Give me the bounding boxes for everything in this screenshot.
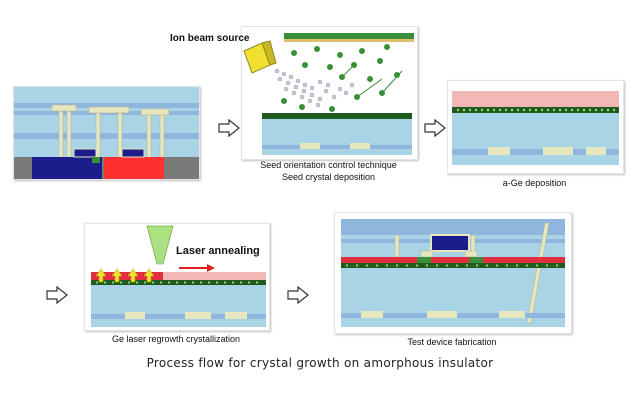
panel-laser-regrowth — [84, 223, 270, 331]
panel-age-deposition — [447, 80, 624, 174]
panel-initial-device — [13, 86, 200, 180]
seed-technique-label: Seed orientation control technique — [260, 160, 397, 170]
ion-beam-source-label: Ion beam source — [170, 33, 250, 44]
age-deposition-label: a-Ge deposition — [502, 178, 567, 188]
age-deposition-illustration — [452, 91, 619, 165]
laser-annealing-label: Laser annealing — [176, 245, 260, 257]
laser-regrowth-illustration — [91, 225, 266, 327]
process-arrow-4 — [287, 286, 309, 304]
seed-deposition-illustration — [243, 33, 414, 155]
process-arrow-2 — [424, 119, 446, 137]
test-device-illustration — [341, 219, 565, 327]
ge-regrowth-label: Ge laser regrowth crystallization — [111, 334, 241, 344]
seed-deposition-label: Seed crystal deposition — [281, 172, 376, 182]
test-device-label: Test device fabrication — [407, 337, 497, 347]
process-arrow-3 — [46, 286, 68, 304]
process-arrow-1 — [218, 119, 240, 137]
laser-direction-arrow — [179, 264, 215, 272]
initial-device-illustration — [14, 87, 199, 179]
panel-seed-deposition — [241, 26, 418, 160]
panel-test-device — [334, 212, 572, 334]
figure-caption: Process flow for crystal growth on amorp… — [146, 356, 494, 370]
ion-source-icon — [243, 40, 277, 74]
